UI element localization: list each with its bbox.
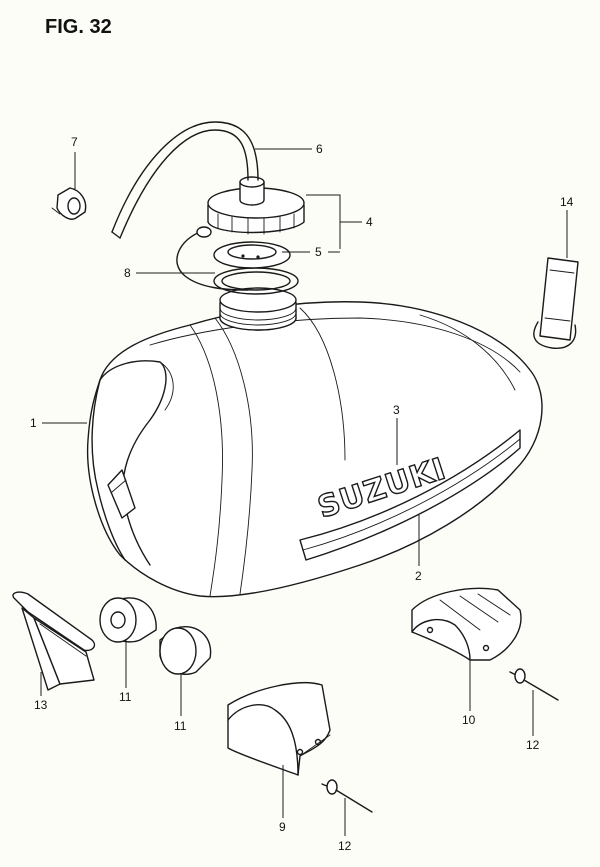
callout-6: 6 [316,142,323,156]
hose-clamp[interactable] [51,187,87,220]
callout-12a: 12 [338,839,352,853]
callout-4: 4 [366,215,373,229]
callout-12b: 12 [526,738,540,752]
cap-seal[interactable] [213,241,291,269]
callout-8: 8 [124,266,131,280]
callout-7: 7 [71,135,78,149]
rivet-2[interactable] [509,668,559,701]
filler-neck [219,287,297,331]
tank-strap-lower[interactable] [12,591,96,691]
rear-cushion[interactable] [411,587,522,661]
callout-9: 9 [279,820,286,834]
callout-13: 13 [34,698,48,712]
figure-title: FIG. 32 [45,16,112,38]
callout-14: 14 [560,195,574,209]
cushion-1[interactable] [99,597,157,643]
front-cushion[interactable] [227,682,331,776]
breather-hose[interactable] [111,121,259,239]
leader-lines [40,148,568,836]
rivet-1[interactable] [321,779,373,813]
tank-stripe [299,429,521,561]
callout-10: 10 [462,713,476,727]
fuel-tank[interactable]: SUZUKI [86,301,543,598]
callout-3: 3 [393,403,400,417]
gasket[interactable] [213,267,299,295]
fuel-cap[interactable] [207,176,305,235]
cushion-2[interactable] [159,626,212,675]
callout-1: 1 [30,416,37,430]
callout-5: 5 [315,245,322,259]
callout-11b: 11 [174,719,187,733]
tank-strap-upper[interactable] [533,257,579,349]
callout-11a: 11 [119,690,132,704]
callout-labels: 1 2 3 4 5 6 7 8 9 10 11 11 12 12 13 14 [30,135,574,853]
callout-2: 2 [415,569,422,583]
cap-tether [176,231,249,291]
